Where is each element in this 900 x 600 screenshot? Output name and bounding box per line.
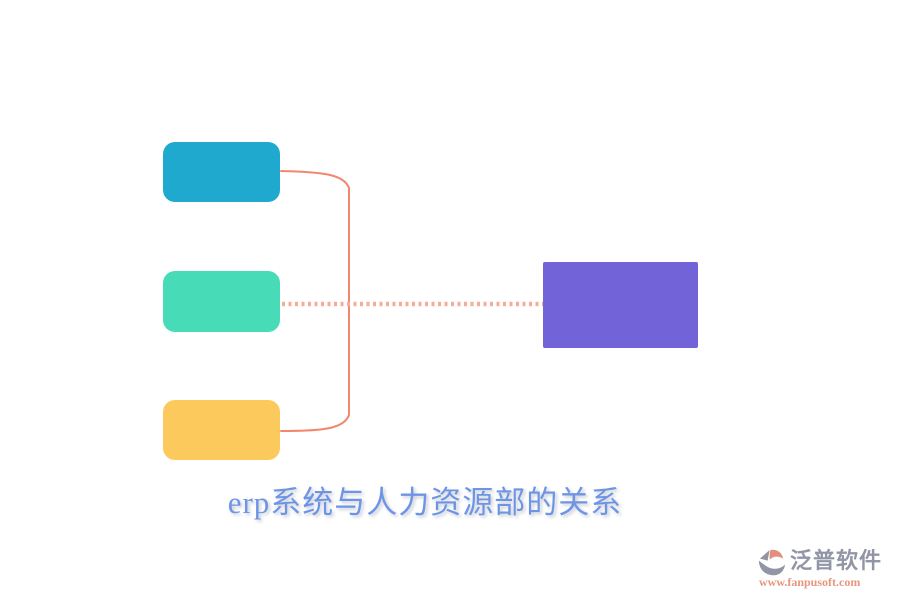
website-url: www.fanpusoft.com <box>759 575 861 589</box>
node-top-left <box>163 142 280 202</box>
logo-wedge-shape <box>759 549 770 561</box>
diagram-title: erp系统与人力资源部的关系 <box>227 485 623 520</box>
node-right <box>543 262 698 348</box>
brand-name: 泛普软件 <box>790 548 883 573</box>
fanpu-logo-icon <box>758 549 786 576</box>
node-middle-left <box>163 271 280 332</box>
logo-leaf-shape <box>769 549 784 560</box>
bracket-connector-line <box>280 170 350 432</box>
logo-swoosh-shape <box>758 560 786 576</box>
node-bottom-left <box>163 400 280 460</box>
fanpu-watermark: 泛普软件 www.fanpusoft.com <box>757 548 892 592</box>
